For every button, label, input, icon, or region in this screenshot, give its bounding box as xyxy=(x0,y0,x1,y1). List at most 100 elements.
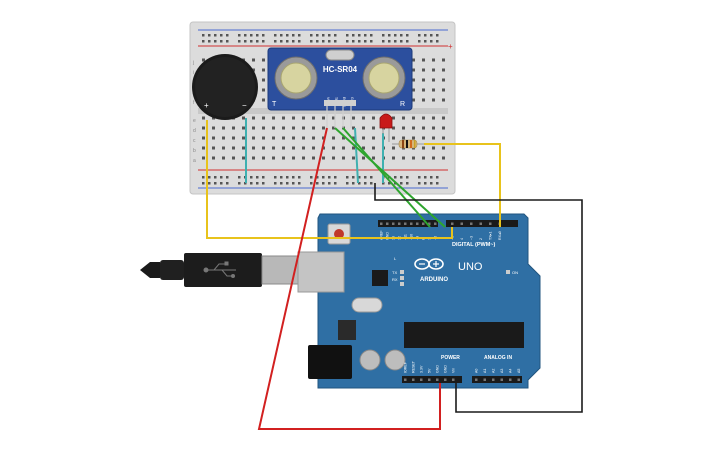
rail-hole[interactable] xyxy=(322,40,325,43)
hole[interactable] xyxy=(442,58,445,62)
hole[interactable] xyxy=(442,116,445,120)
rail-hole[interactable] xyxy=(262,182,265,185)
header-pin[interactable] xyxy=(470,222,473,226)
rail-hole[interactable] xyxy=(436,176,439,179)
hole[interactable] xyxy=(442,156,445,160)
header-pin[interactable] xyxy=(444,378,447,382)
hole[interactable] xyxy=(232,156,235,160)
rail-hole[interactable] xyxy=(430,34,433,37)
hole[interactable] xyxy=(282,116,285,120)
rail-hole[interactable] xyxy=(262,40,265,43)
hole[interactable] xyxy=(312,156,315,160)
rail-hole[interactable] xyxy=(250,182,253,185)
hole[interactable] xyxy=(352,146,355,150)
rail-hole[interactable] xyxy=(406,34,409,37)
rail-hole[interactable] xyxy=(286,182,289,185)
hole[interactable] xyxy=(262,146,265,150)
rail-hole[interactable] xyxy=(346,182,349,185)
hole[interactable] xyxy=(232,146,235,150)
rail-hole[interactable] xyxy=(352,34,355,37)
hole[interactable] xyxy=(432,136,435,140)
rail-hole[interactable] xyxy=(364,182,367,185)
hole[interactable] xyxy=(422,88,425,92)
rail-hole[interactable] xyxy=(388,40,391,43)
rail-hole[interactable] xyxy=(310,182,313,185)
black-wire-gnd[interactable] xyxy=(374,183,583,413)
ultrasonic-sensor[interactable]: HC-SR04 T R VCC TRIG ECHO GND xyxy=(267,47,413,128)
hole[interactable] xyxy=(202,136,205,140)
rail-hole[interactable] xyxy=(298,40,301,43)
rail-hole[interactable] xyxy=(310,176,313,179)
hole[interactable] xyxy=(412,58,415,62)
green-wire-echo[interactable] xyxy=(342,127,431,228)
rail-hole[interactable] xyxy=(292,34,295,37)
header-pin[interactable] xyxy=(436,378,439,382)
hole[interactable] xyxy=(352,116,355,120)
hole[interactable] xyxy=(432,146,435,150)
rail-hole[interactable] xyxy=(364,176,367,179)
rail-hole[interactable] xyxy=(418,40,421,43)
rail-hole[interactable] xyxy=(226,34,229,37)
header-pin[interactable] xyxy=(420,378,423,382)
header-pin[interactable] xyxy=(452,378,455,382)
hole[interactable] xyxy=(442,78,445,82)
rail-hole[interactable] xyxy=(352,176,355,179)
hole[interactable] xyxy=(362,126,365,130)
rail-hole[interactable] xyxy=(400,176,403,179)
hole[interactable] xyxy=(292,136,295,140)
hole[interactable] xyxy=(412,156,415,160)
header-pin[interactable] xyxy=(386,222,389,226)
hole[interactable] xyxy=(262,136,265,140)
hole[interactable] xyxy=(282,126,285,130)
hole[interactable] xyxy=(232,136,235,140)
hole[interactable] xyxy=(402,116,405,120)
rail-hole[interactable] xyxy=(208,182,211,185)
rail-hole[interactable] xyxy=(280,176,283,179)
hole[interactable] xyxy=(392,126,395,130)
hole[interactable] xyxy=(362,136,365,140)
rail-hole[interactable] xyxy=(406,40,409,43)
hole[interactable] xyxy=(412,126,415,130)
header-pin[interactable] xyxy=(428,222,431,226)
rail-hole[interactable] xyxy=(262,34,265,37)
rail-hole[interactable] xyxy=(202,182,205,185)
rail-hole[interactable] xyxy=(382,40,385,43)
rail-hole[interactable] xyxy=(328,176,331,179)
hole[interactable] xyxy=(392,116,395,120)
rail-hole[interactable] xyxy=(208,40,211,43)
rail-hole[interactable] xyxy=(346,34,349,37)
rail-hole[interactable] xyxy=(280,40,283,43)
hole[interactable] xyxy=(262,58,265,62)
header-pin[interactable] xyxy=(489,222,492,226)
hole[interactable] xyxy=(222,146,225,150)
hole[interactable] xyxy=(422,58,425,62)
sensor-ground-wire[interactable] xyxy=(354,127,359,184)
rail-hole[interactable] xyxy=(430,40,433,43)
hole[interactable] xyxy=(422,78,425,82)
header-pin[interactable] xyxy=(483,378,487,382)
rail-hole[interactable] xyxy=(292,182,295,185)
rail-hole[interactable] xyxy=(382,182,385,185)
hole[interactable] xyxy=(262,88,265,92)
hole[interactable] xyxy=(402,156,405,160)
rail-hole[interactable] xyxy=(352,182,355,185)
rail-hole[interactable] xyxy=(286,176,289,179)
rail-hole[interactable] xyxy=(436,182,439,185)
hole[interactable] xyxy=(302,116,305,120)
rail-hole[interactable] xyxy=(424,176,427,179)
rail-hole[interactable] xyxy=(256,34,259,37)
hole[interactable] xyxy=(392,136,395,140)
rail-hole[interactable] xyxy=(352,40,355,43)
rail-hole[interactable] xyxy=(220,34,223,37)
hole[interactable] xyxy=(252,68,255,72)
rail-hole[interactable] xyxy=(430,182,433,185)
header-pin[interactable] xyxy=(428,378,431,382)
header-pin[interactable] xyxy=(398,222,401,226)
header-pin[interactable] xyxy=(416,222,419,226)
hole[interactable] xyxy=(422,126,425,130)
rail-hole[interactable] xyxy=(202,34,205,37)
hole[interactable] xyxy=(242,136,245,140)
rail-hole[interactable] xyxy=(220,176,223,179)
hole[interactable] xyxy=(292,156,295,160)
hole[interactable] xyxy=(432,68,435,72)
